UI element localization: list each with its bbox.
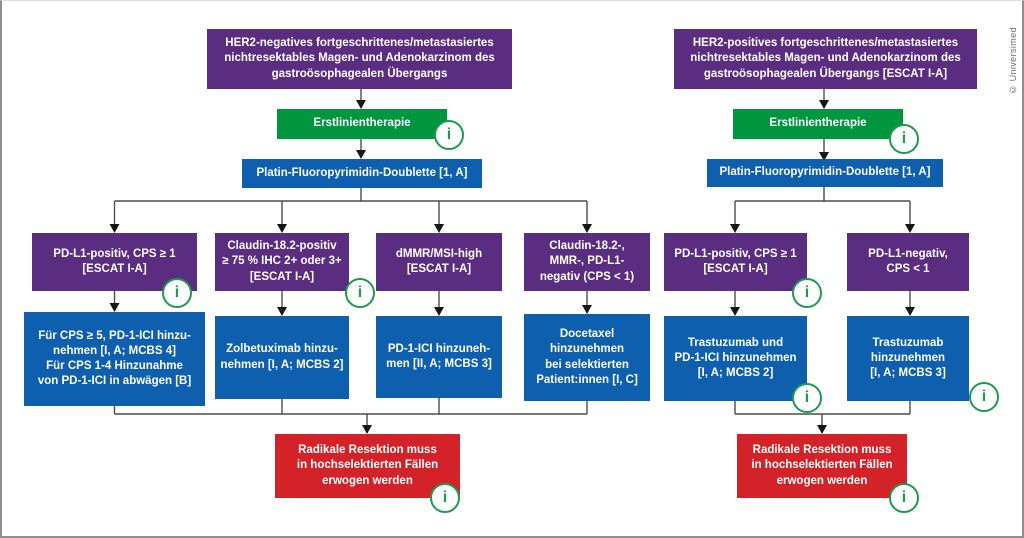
treatment-zolbetuximab: Zolbetuximab hinzu- nehmen [I, A; MCBS 2… xyxy=(215,316,349,399)
platin-doublette-left: Platin-Fluoropyrimidin-Doublette [1, A] xyxy=(242,159,482,188)
firstline-therapy-left-label: Erstlinientherapie xyxy=(313,117,411,130)
platin-doublette-left-label: Platin-Fluoropyrimidin-Doublette [1, A] xyxy=(256,166,468,179)
treatment-docetaxel: Docetaxel hinzunehmen bei selektierten P… xyxy=(524,314,650,401)
info-icon-firstline-left[interactable]: i xyxy=(434,120,464,150)
diagnosis-her2-positive-label: HER2-positives fortgeschrittenes/metasta… xyxy=(690,37,961,80)
condition-triple-negative: Claudin-18.2-, MMR-, PD-L1- negativ (CPS… xyxy=(524,233,650,291)
diagnosis-her2-negative-label: HER2-negatives fortgeschrittenes/metasta… xyxy=(224,37,495,80)
condition-pdl1-positive-left-label: PD-L1-positiv, CPS ≥ 1 [ESCAT I-A] xyxy=(53,247,176,275)
condition-pdl1-positive-right: PD-L1-positiv, CPS ≥ 1 [ESCAT I-A] xyxy=(664,233,807,291)
info-icon-trastuzumab-pd1ici[interactable]: i xyxy=(792,383,822,413)
info-icon-firstline-right[interactable]: i xyxy=(889,124,919,154)
treatment-trastuzumab-pd1ici-label: Trastuzumab und PD-1-ICI hinzunehmen [I,… xyxy=(674,336,797,380)
resection-note-right: Radikale Resektion muss in hochselektier… xyxy=(737,434,907,498)
treatment-trastuzumab: Trastuzumab hinzunehmen [I, A; MCBS 3] xyxy=(847,316,969,401)
info-icon-resection-right[interactable]: i xyxy=(889,483,919,513)
condition-pdl1-negative-label: PD-L1-negativ, CPS < 1 xyxy=(868,247,948,275)
treatment-pd1ici: PD-1-ICI hinzuneh- men [II, A; MCBS 3] xyxy=(376,316,502,398)
condition-claudin-positive: Claudin-18.2-positiv ≥ 75 % IHC 2+ oder … xyxy=(215,233,349,291)
condition-pdl1-positive-right-label: PD-L1-positiv, CPS ≥ 1 [ESCAT I-A] xyxy=(674,247,797,275)
platin-doublette-right: Platin-Fluoropyrimidin-Doublette [1, A] xyxy=(707,159,943,187)
treatment-trastuzumab-label: Trastuzumab hinzunehmen [I, A; MCBS 3] xyxy=(870,336,946,380)
treatment-pd1ici-cps: Für CPS ≥ 5, PD-1-ICI hinzu- nehmen [I, … xyxy=(24,312,205,406)
resection-note-right-label: Radikale Resektion muss in hochselektier… xyxy=(751,444,893,487)
treatment-zolbetuximab-label: Zolbetuximab hinzu- nehmen [I, A; MCBS 2… xyxy=(220,343,344,371)
resection-note-left: Radikale Resektion muss in hochselektier… xyxy=(275,434,460,498)
condition-dmmr-msi-high: dMMR/MSI-high [ESCAT I-A] xyxy=(376,233,502,291)
treatment-docetaxel-label: Docetaxel hinzunehmen bei selektierten P… xyxy=(536,328,638,386)
info-icon-pdl1-positive-left[interactable]: i xyxy=(162,278,192,308)
condition-pdl1-negative: PD-L1-negativ, CPS < 1 xyxy=(847,233,969,291)
info-icon-resection-left[interactable]: i xyxy=(430,483,460,513)
condition-dmmr-msi-high-label: dMMR/MSI-high [ESCAT I-A] xyxy=(395,247,483,275)
treatment-trastuzumab-pd1ici: Trastuzumab und PD-1-ICI hinzunehmen [I,… xyxy=(664,316,807,401)
condition-triple-negative-label: Claudin-18.2-, MMR-, PD-L1- negativ (CPS… xyxy=(539,240,635,283)
copyright-credit: © Universimed xyxy=(1008,27,1018,95)
info-icon-trastuzumab[interactable]: i xyxy=(969,382,999,412)
firstline-therapy-left: Erstlinientherapie xyxy=(277,109,447,139)
treatment-pd1ici-label: PD-1-ICI hinzuneh- men [II, A; MCBS 3] xyxy=(386,342,492,370)
platin-doublette-right-label: Platin-Fluoropyrimidin-Doublette [1, A] xyxy=(719,166,931,179)
firstline-therapy-right-label: Erstlinientherapie xyxy=(769,117,867,130)
treatment-pd1ici-cps-label: Für CPS ≥ 5, PD-1-ICI hinzu- nehmen [I, … xyxy=(37,329,192,388)
info-icon-pdl1-positive-right[interactable]: i xyxy=(792,278,822,308)
diagnosis-her2-positive: HER2-positives fortgeschrittenes/metasta… xyxy=(674,29,977,89)
info-icon-claudin-positive[interactable]: i xyxy=(345,278,375,308)
arrowheads xyxy=(109,100,915,434)
firstline-therapy-right: Erstlinientherapie xyxy=(733,109,903,139)
resection-note-left-label: Radikale Resektion muss in hochselektier… xyxy=(296,444,439,487)
diagnosis-her2-negative: HER2-negatives fortgeschrittenes/metasta… xyxy=(207,29,512,89)
condition-claudin-positive-label: Claudin-18.2-positiv ≥ 75 % IHC 2+ oder … xyxy=(222,240,342,283)
